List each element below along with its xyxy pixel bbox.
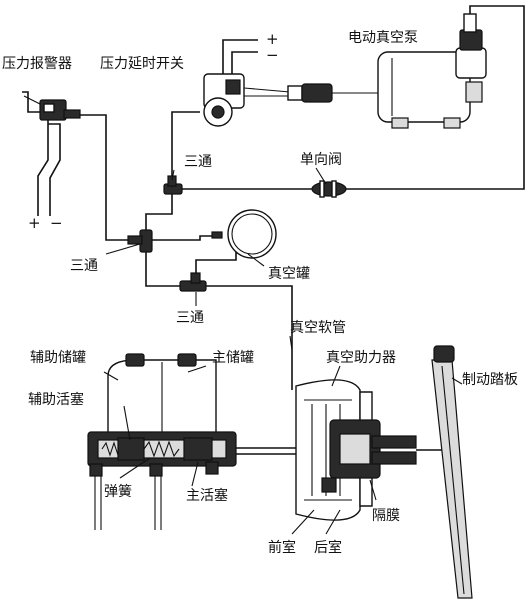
label-aux-reservoir: 辅助储罐 [30,350,86,366]
label-vacuum-tank: 真空罐 [268,266,310,282]
tee-fitting-upper [163,175,183,195]
leader-lines [103,167,463,535]
booster-hose [204,285,293,390]
vacuum-booster-drawing [295,379,446,521]
tee-fitting-left [127,229,153,253]
label-spring: 弹簧 [104,484,132,500]
label-electric-vacuum-pump: 电动真空泵 [348,30,418,46]
label-tee-upper: 三通 [184,154,212,170]
switch-minus-sign: − [266,46,279,64]
label-tee-left: 三通 [70,258,98,274]
upper-to-left-tee-tube [145,189,173,232]
label-check-valve: 单向阀 [300,152,342,168]
switch-feed-tube [171,111,200,189]
check-valve [304,180,354,198]
left-to-lower-tee-tube [145,248,182,287]
label-pressure-delay-switch: 压力延时开关 [100,56,184,72]
pump-connector [287,83,378,103]
label-rear-chamber: 后室 [314,539,342,556]
vacuum-tubing [80,5,525,390]
label-tee-lower: 三通 [176,310,204,326]
label-diaphragm: 隔膜 [372,508,400,524]
pressure-delay-switch [203,39,291,127]
tank-feed-upper [152,235,218,241]
alarm-minus-sign: − [50,214,63,232]
label-vacuum-booster: 真空助力器 [326,350,396,366]
label-front-chamber: 前室 [268,539,296,556]
label-main-reservoir: 主储罐 [212,350,254,366]
brake-pedal-drawing [431,345,473,599]
pump-outlet-tube [346,5,525,190]
alarm-plus-sign: + [28,214,41,232]
label-main-piston: 主活塞 [186,487,228,504]
alarm-tube [80,114,140,241]
tee-fitting-lower [179,272,207,292]
label-vacuum-hose: 真空软管 [290,320,346,336]
master-cylinder-assembly [87,353,296,530]
vacuum-tank-drawing [211,209,277,259]
pressure-alarm [22,91,81,216]
switch-plus-sign: + [266,30,279,48]
label-aux-piston: 辅助活塞 [28,391,84,408]
label-brake-pedal: 制动踏板 [462,372,518,388]
label-pressure-alarm: 压力报警器 [2,56,72,72]
electric-vacuum-pump [377,13,487,129]
tank-feed-lower [195,250,237,279]
